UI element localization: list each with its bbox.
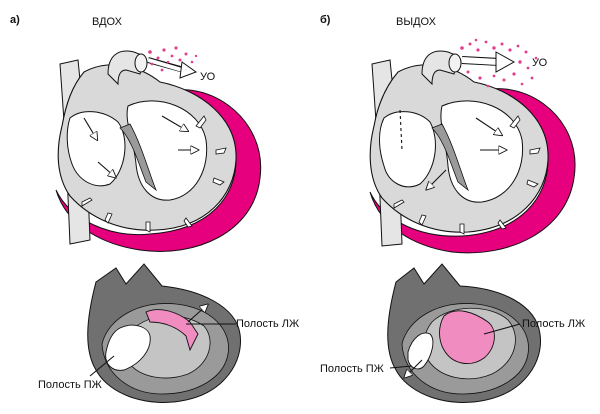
panel-a-compression-arrows xyxy=(81,115,227,233)
panel-b-letter: б) xyxy=(320,14,331,26)
panel-a-lv-label: Полость ЛЖ xyxy=(236,318,299,330)
panel-b-compression-arrows xyxy=(393,115,541,235)
panel-b-right-cavity xyxy=(379,111,436,188)
panel-a-heart-illustration xyxy=(55,46,262,252)
panel-a-letter: а) xyxy=(10,14,20,26)
panel-a-phase-label: ВДОХ xyxy=(92,16,123,28)
panel-a-flow-label: УО xyxy=(200,71,216,83)
panel-a-septum xyxy=(119,123,157,192)
panel-b: б) ВЫДОХ xyxy=(320,14,585,403)
panel-b-rv-label: Полость ПЖ xyxy=(320,363,384,375)
panel-b-lv-cavity xyxy=(439,310,495,365)
panel-a-cross-section xyxy=(87,263,241,403)
panel-b-flow-label: УО xyxy=(532,57,548,69)
panel-a: а) ВДОХ xyxy=(10,14,299,403)
panel-b-cross-section xyxy=(387,263,541,403)
panel-b-phase-label: ВЫДОХ xyxy=(396,16,437,28)
panel-b-septum xyxy=(431,123,469,192)
panel-a-rv-label: Полость ПЖ xyxy=(38,379,102,391)
panel-a-lv-cavity xyxy=(145,309,199,352)
panel-b-stroke-particles xyxy=(460,38,538,88)
panel-a-stroke-particles xyxy=(148,46,198,72)
panel-b-rv-cavity xyxy=(407,332,434,370)
panel-a-rv-cavity xyxy=(105,324,151,371)
panel-b-lv-label: Полость ЛЖ xyxy=(522,318,585,330)
panel-a-right-cavity xyxy=(66,111,126,187)
panel-b-heart-illustration xyxy=(369,38,576,254)
